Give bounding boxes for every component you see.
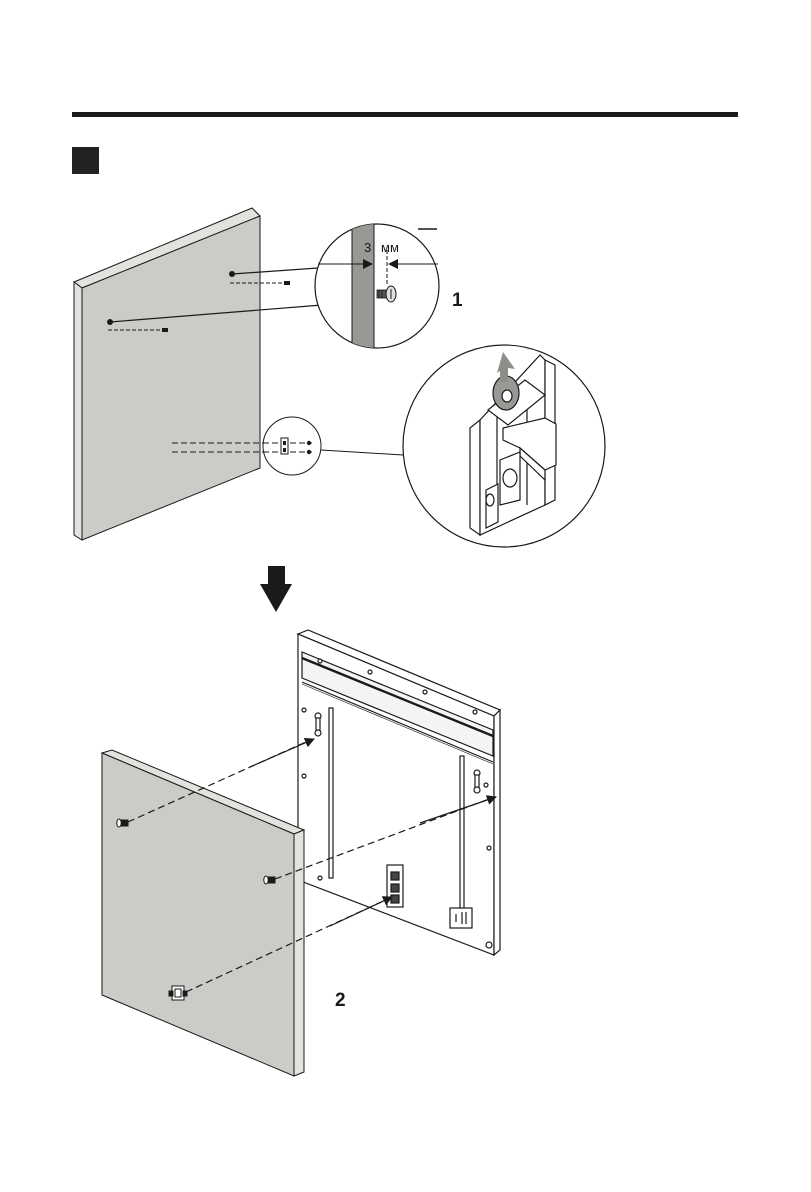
screw-icon [162, 328, 168, 332]
dishwasher-front [298, 630, 500, 955]
step-1-label: 1 [452, 290, 463, 311]
clip-detail-circle [403, 345, 605, 547]
keyhole-slot [315, 713, 321, 736]
small-detail-circle [263, 417, 403, 475]
door-panel-bottom [102, 750, 304, 1076]
screw-icon [264, 876, 275, 884]
arrow-down-icon [260, 566, 292, 612]
keyhole-slot [474, 770, 480, 793]
door-panel-top [74, 208, 260, 540]
panel-face [102, 753, 294, 1076]
rating-label [450, 908, 472, 928]
panel-side-edge [74, 282, 82, 540]
screw-icon [117, 819, 128, 827]
latch-bracket [387, 865, 403, 907]
panel-side-edge [294, 830, 304, 1076]
gap-detail-circle: 3 мм [315, 210, 439, 370]
gap-number-label: 3 [364, 240, 371, 255]
step-2-label: 2 [335, 990, 346, 1011]
panel-face [82, 216, 260, 540]
screw-icon [284, 281, 290, 285]
clip-icon [169, 986, 187, 1000]
gap-unit-label: мм [381, 240, 399, 255]
